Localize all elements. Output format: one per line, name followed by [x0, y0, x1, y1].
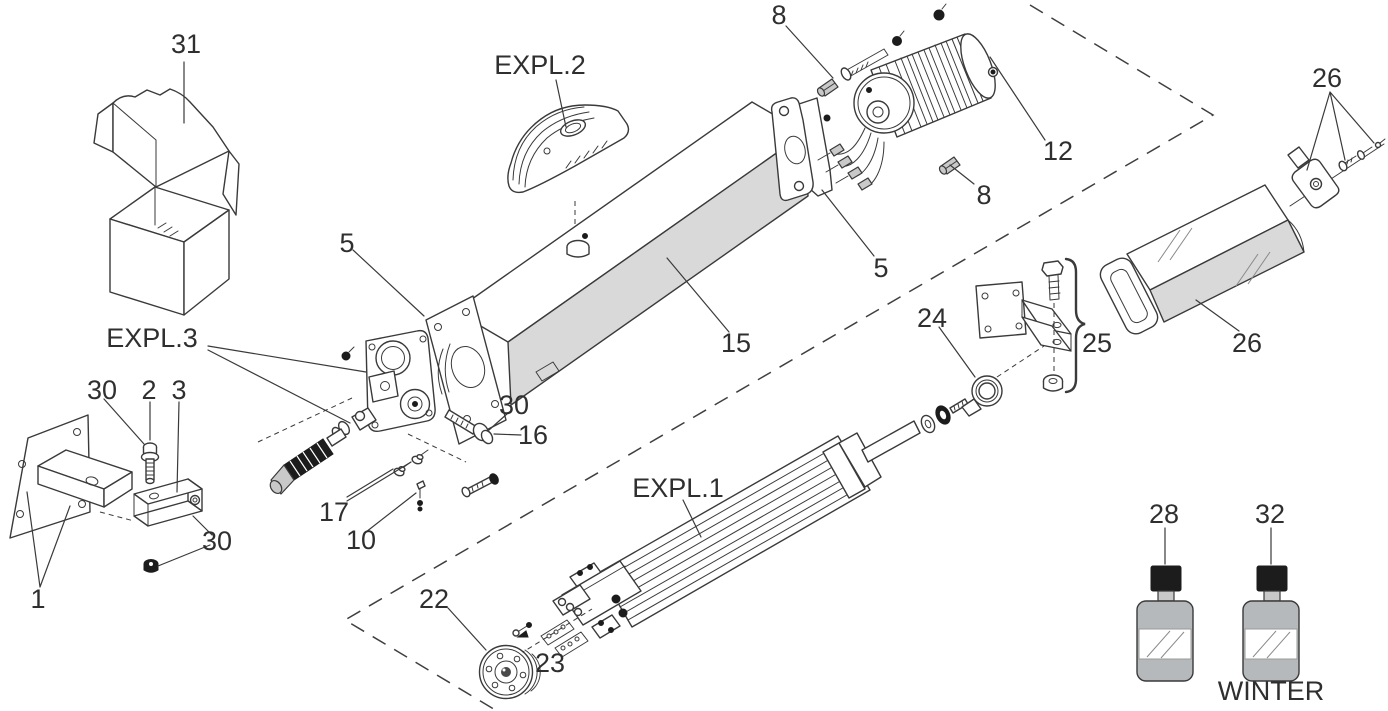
callout-5-left: 5	[339, 228, 354, 258]
oil-bottle-28-icon	[1136, 527, 1194, 682]
callout-3: 3	[171, 375, 186, 405]
callout-winter: WINTER	[1218, 676, 1324, 706]
callout-expl3: EXPL.3	[106, 323, 198, 353]
cover-shell-icon	[507, 79, 630, 242]
rod-end-bracket-icon	[920, 257, 1086, 434]
callout-32: 32	[1255, 499, 1285, 529]
callout-30-clevis: 30	[202, 526, 232, 556]
callout-labels: 31 EXPL.2 8 12 8 26 5 5 15 26 25 24 EXPL…	[30, 0, 1342, 706]
callout-23: 23	[535, 648, 565, 678]
actuator-tube-icon	[352, 97, 875, 445]
motor-icon	[785, 3, 1046, 191]
hydraulic-cylinder-icon	[447, 420, 921, 700]
callout-15: 15	[721, 328, 751, 358]
callout-5-right: 5	[873, 253, 888, 283]
callout-30-pin: 30	[87, 375, 117, 405]
callout-10: 10	[346, 525, 376, 555]
guide-profile-icon	[1099, 91, 1386, 335]
callout-26-tube: 26	[1232, 328, 1262, 358]
callout-22: 22	[419, 584, 449, 614]
callout-25: 25	[1082, 328, 1112, 358]
callout-expl1: EXPL.1	[632, 473, 724, 503]
gearhead-assembly-icon	[207, 329, 522, 533]
callout-16: 16	[518, 420, 548, 450]
dashed-boundary	[343, 4, 1215, 711]
callout-12: 12	[1043, 136, 1073, 166]
callout-2: 2	[141, 375, 156, 405]
callout-1: 1	[30, 584, 45, 614]
callout-8-top: 8	[771, 0, 786, 30]
callout-expl2: EXPL.2	[494, 50, 586, 80]
callout-30-bolt: 30	[499, 390, 529, 420]
packaging-box-icon	[93, 61, 240, 316]
callout-28: 28	[1149, 499, 1179, 529]
callout-17: 17	[319, 497, 349, 527]
oil-bottle-32-icon	[1242, 527, 1300, 682]
callout-31: 31	[171, 29, 201, 59]
wall-bracket-assembly-icon	[9, 398, 213, 588]
callout-26-screws: 26	[1312, 63, 1342, 93]
callout-24: 24	[917, 303, 947, 333]
callout-8-side: 8	[976, 180, 991, 210]
